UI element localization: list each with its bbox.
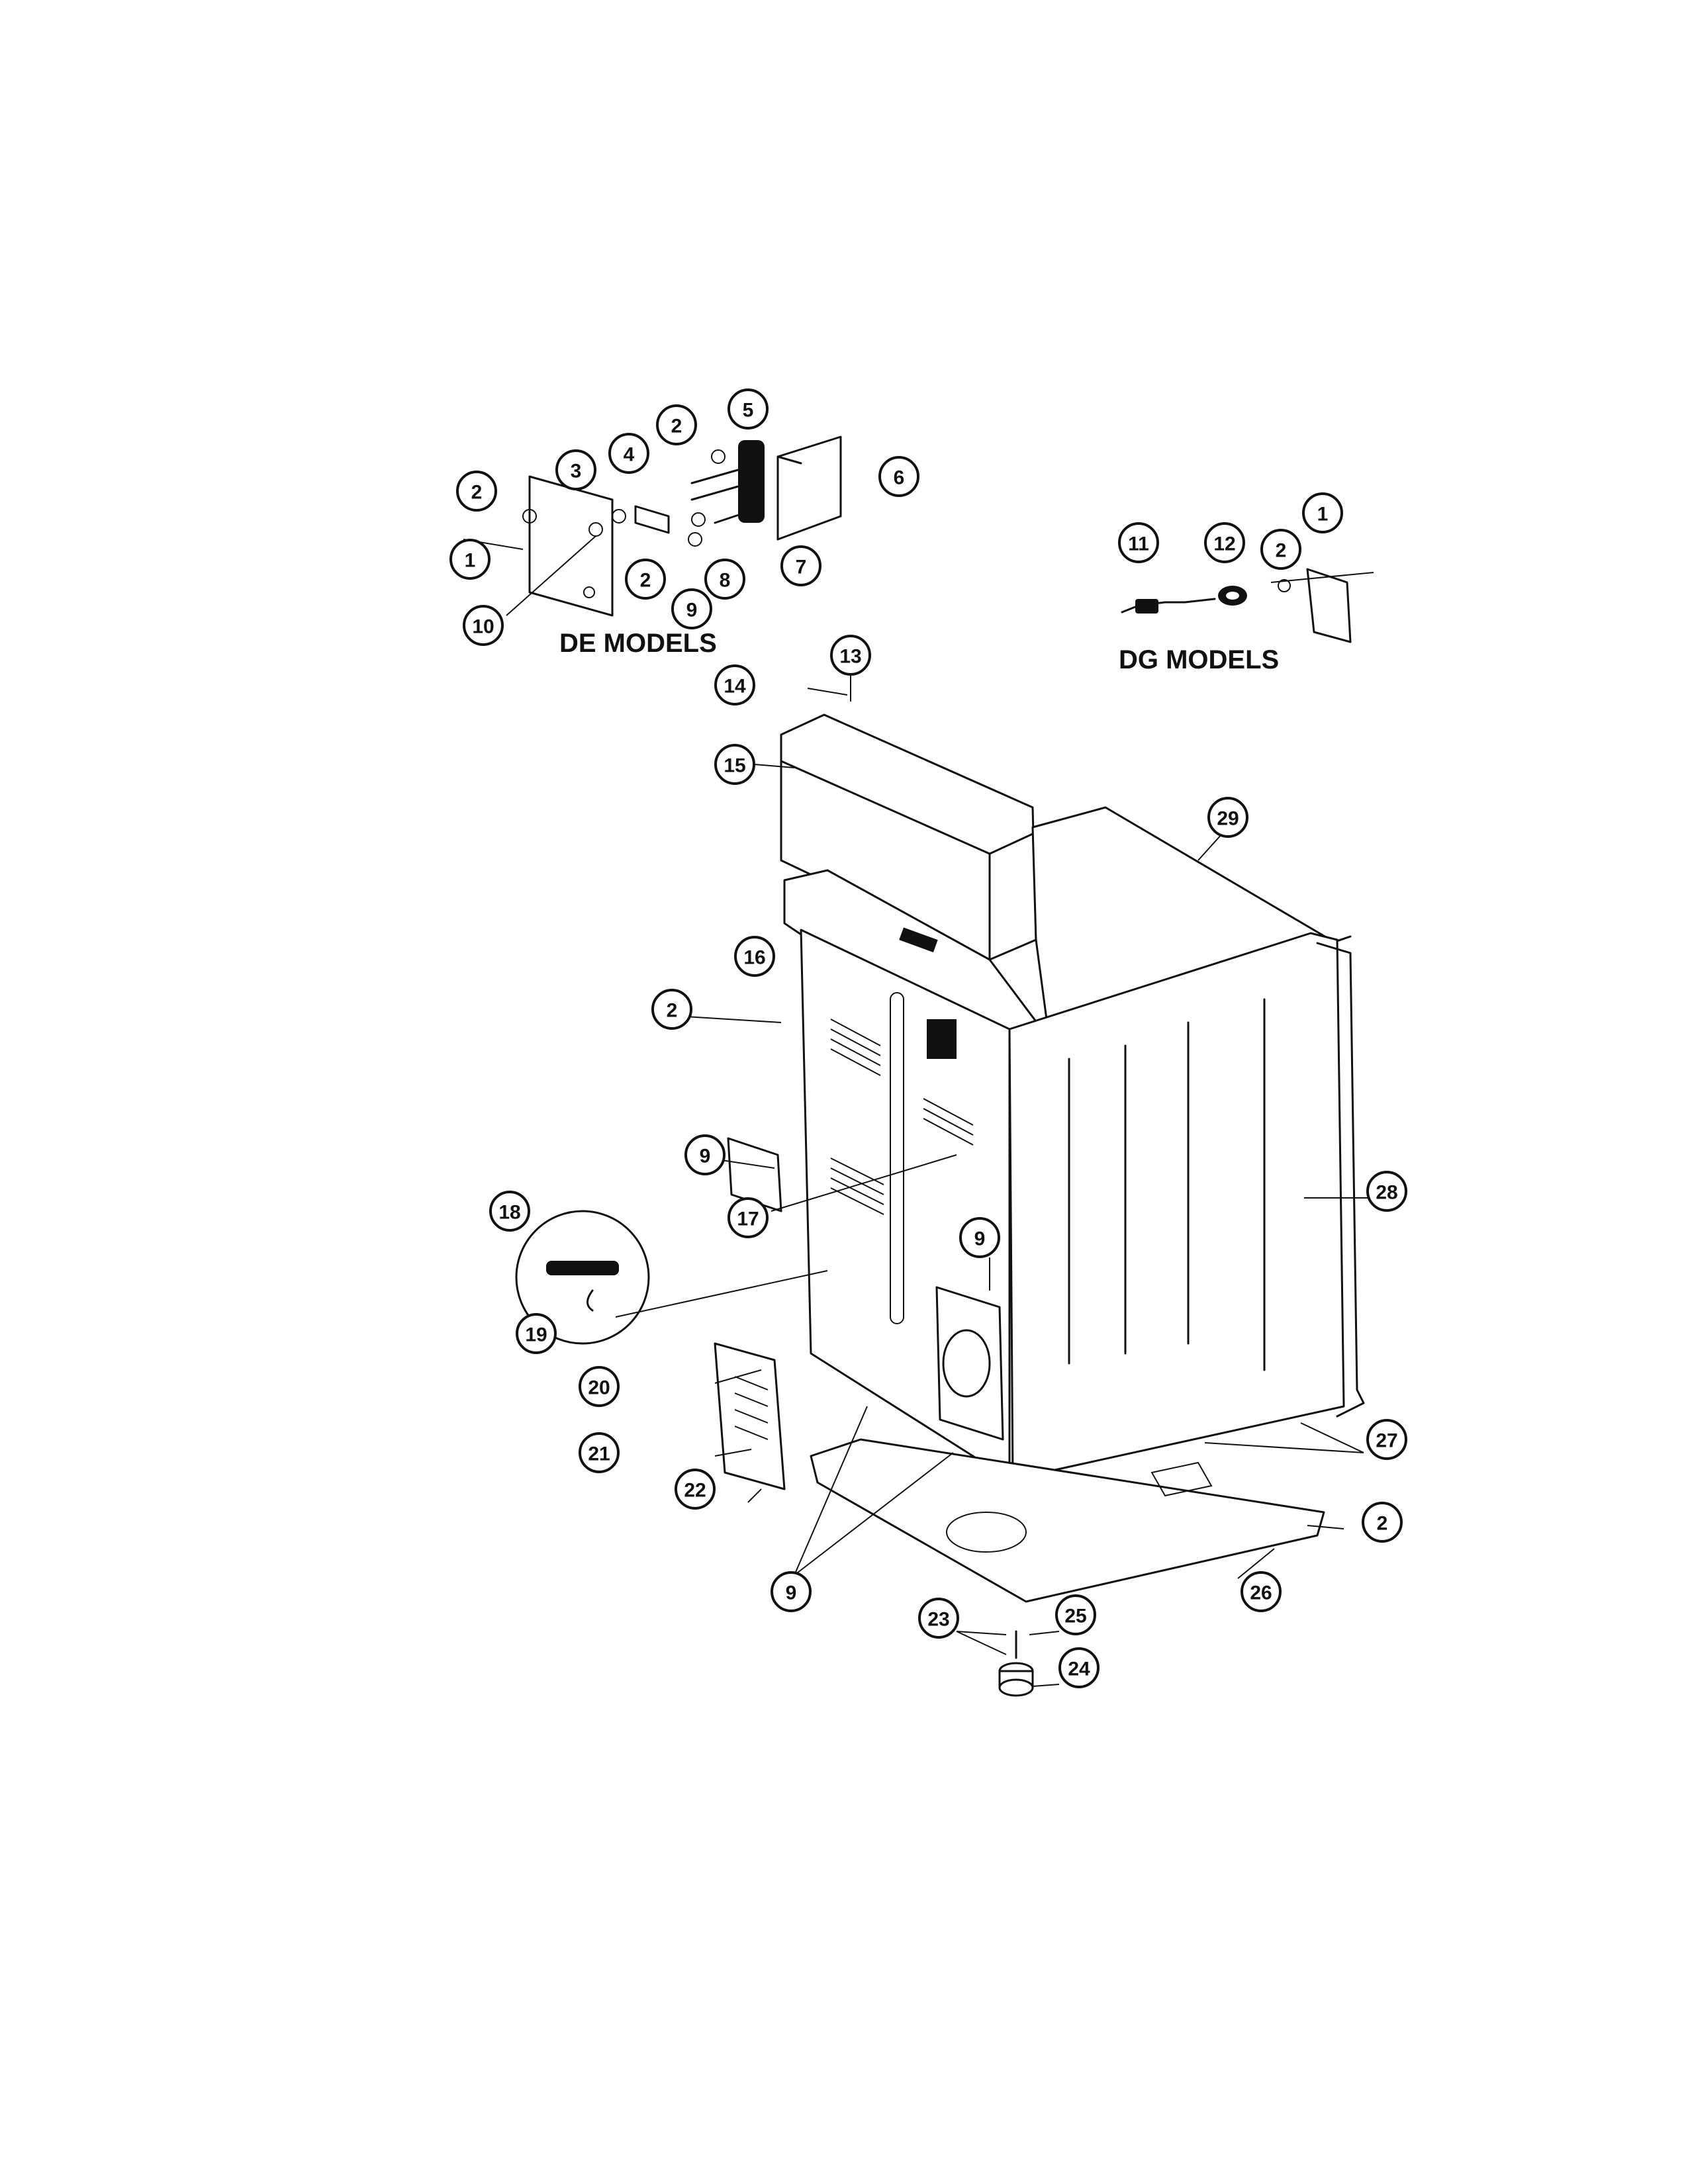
svg-text:27: 27 xyxy=(1376,1430,1397,1452)
callout-28: 28 xyxy=(1366,1171,1407,1212)
callout-19: 19 xyxy=(516,1313,557,1354)
back-vents xyxy=(830,1019,974,1215)
svg-text:2: 2 xyxy=(471,482,483,504)
callout-9c: 9 xyxy=(771,1571,812,1612)
svg-text:9: 9 xyxy=(700,1146,711,1167)
dg-cover-plate xyxy=(1306,568,1352,643)
screws xyxy=(522,449,746,547)
callout-de-3: 3 xyxy=(555,449,596,490)
de-models-title: DE MODELS xyxy=(559,629,717,658)
callout-29: 29 xyxy=(1207,797,1248,838)
svg-text:9: 9 xyxy=(686,600,698,621)
callout-26: 26 xyxy=(1241,1571,1282,1612)
callout-de-9: 9 xyxy=(671,588,712,629)
side-panel-ribs xyxy=(1068,998,1266,1371)
svg-text:8: 8 xyxy=(720,570,731,592)
callout-25: 25 xyxy=(1055,1594,1096,1635)
svg-text:2: 2 xyxy=(671,416,682,437)
callout-22: 22 xyxy=(675,1469,716,1510)
callout-de-5: 5 xyxy=(727,388,769,430)
svg-text:2: 2 xyxy=(667,1000,678,1022)
svg-text:18: 18 xyxy=(498,1202,520,1224)
callout-de-2a: 2 xyxy=(456,471,497,512)
svg-text:25: 25 xyxy=(1064,1606,1086,1627)
callout-de-2c: 2 xyxy=(625,559,666,600)
detail-circle xyxy=(515,1210,650,1345)
svg-text:12: 12 xyxy=(1213,533,1235,555)
dg-models-inset: DG MODELS xyxy=(1119,568,1374,674)
svg-text:28: 28 xyxy=(1376,1182,1397,1204)
leader-lines xyxy=(675,668,1374,1687)
dryer-cabinet xyxy=(515,713,1365,1697)
callout-de-4: 4 xyxy=(608,433,649,474)
svg-text:23: 23 xyxy=(927,1609,949,1631)
svg-text:1: 1 xyxy=(1317,504,1329,525)
svg-text:24: 24 xyxy=(1068,1659,1090,1680)
callout-9a: 9 xyxy=(684,1134,726,1175)
terminal-block xyxy=(738,440,765,523)
callout-de-8: 8 xyxy=(704,559,745,600)
terminal-bracket xyxy=(776,435,842,541)
junction-plate xyxy=(727,1137,782,1212)
svg-text:9: 9 xyxy=(974,1228,986,1250)
svg-text:7: 7 xyxy=(796,557,807,578)
svg-text:2: 2 xyxy=(1276,540,1287,562)
front-edge xyxy=(1316,942,1365,1418)
callout-9b: 9 xyxy=(959,1217,1000,1258)
svg-text:5: 5 xyxy=(743,400,754,422)
callout-de-7: 7 xyxy=(780,545,821,586)
callout-de-10: 10 xyxy=(463,605,504,646)
svg-text:11: 11 xyxy=(1128,533,1149,555)
terminal-cover-plate xyxy=(528,475,614,617)
callout-dg-11: 11 xyxy=(1118,522,1159,563)
callout-15: 15 xyxy=(714,744,755,785)
callout-16: 16 xyxy=(734,936,775,977)
callout-23: 23 xyxy=(918,1598,959,1639)
callout-27: 27 xyxy=(1366,1419,1407,1460)
side-panel xyxy=(1008,932,1345,1480)
svg-text:1: 1 xyxy=(465,550,476,572)
callout-base-2: 2 xyxy=(1362,1502,1403,1543)
callout-de-6: 6 xyxy=(878,456,919,497)
svg-text:29: 29 xyxy=(1217,808,1239,830)
svg-text:13: 13 xyxy=(839,646,861,668)
callout-main-2: 2 xyxy=(651,989,692,1030)
ground-strap xyxy=(634,505,670,534)
svg-text:19: 19 xyxy=(525,1324,547,1346)
callout-de-1: 1 xyxy=(449,539,491,580)
callout-21: 21 xyxy=(579,1432,620,1473)
svg-text:14: 14 xyxy=(724,676,746,698)
svg-text:26: 26 xyxy=(1250,1582,1272,1604)
dg-models-title: DG MODELS xyxy=(1119,645,1279,674)
callout-14: 14 xyxy=(714,664,755,705)
callout-18: 18 xyxy=(489,1191,530,1232)
svg-text:17: 17 xyxy=(737,1208,759,1230)
svg-text:9: 9 xyxy=(786,1582,797,1604)
svg-text:16: 16 xyxy=(743,947,765,969)
callout-dg-12: 12 xyxy=(1204,522,1245,563)
callout-dg-2: 2 xyxy=(1260,529,1301,570)
svg-text:6: 6 xyxy=(894,467,905,489)
callout-17: 17 xyxy=(727,1197,769,1238)
svg-text:2: 2 xyxy=(640,570,651,592)
svg-text:20: 20 xyxy=(588,1377,610,1399)
callout-de-2b: 2 xyxy=(656,404,697,445)
svg-text:3: 3 xyxy=(571,461,582,482)
callout-13: 13 xyxy=(830,635,871,676)
callout-20: 20 xyxy=(579,1366,620,1407)
svg-text:2: 2 xyxy=(1377,1513,1388,1535)
svg-text:10: 10 xyxy=(472,616,494,638)
callout-dg-1: 1 xyxy=(1302,492,1343,533)
de-models-inset: DE MODELS xyxy=(463,435,842,658)
leveling-leg-cap xyxy=(998,1678,1034,1697)
svg-text:4: 4 xyxy=(624,444,635,466)
base-frame xyxy=(810,1438,1325,1603)
svg-text:22: 22 xyxy=(684,1480,706,1502)
svg-text:15: 15 xyxy=(724,755,745,777)
svg-text:21: 21 xyxy=(588,1443,610,1465)
callout-24: 24 xyxy=(1058,1647,1100,1688)
